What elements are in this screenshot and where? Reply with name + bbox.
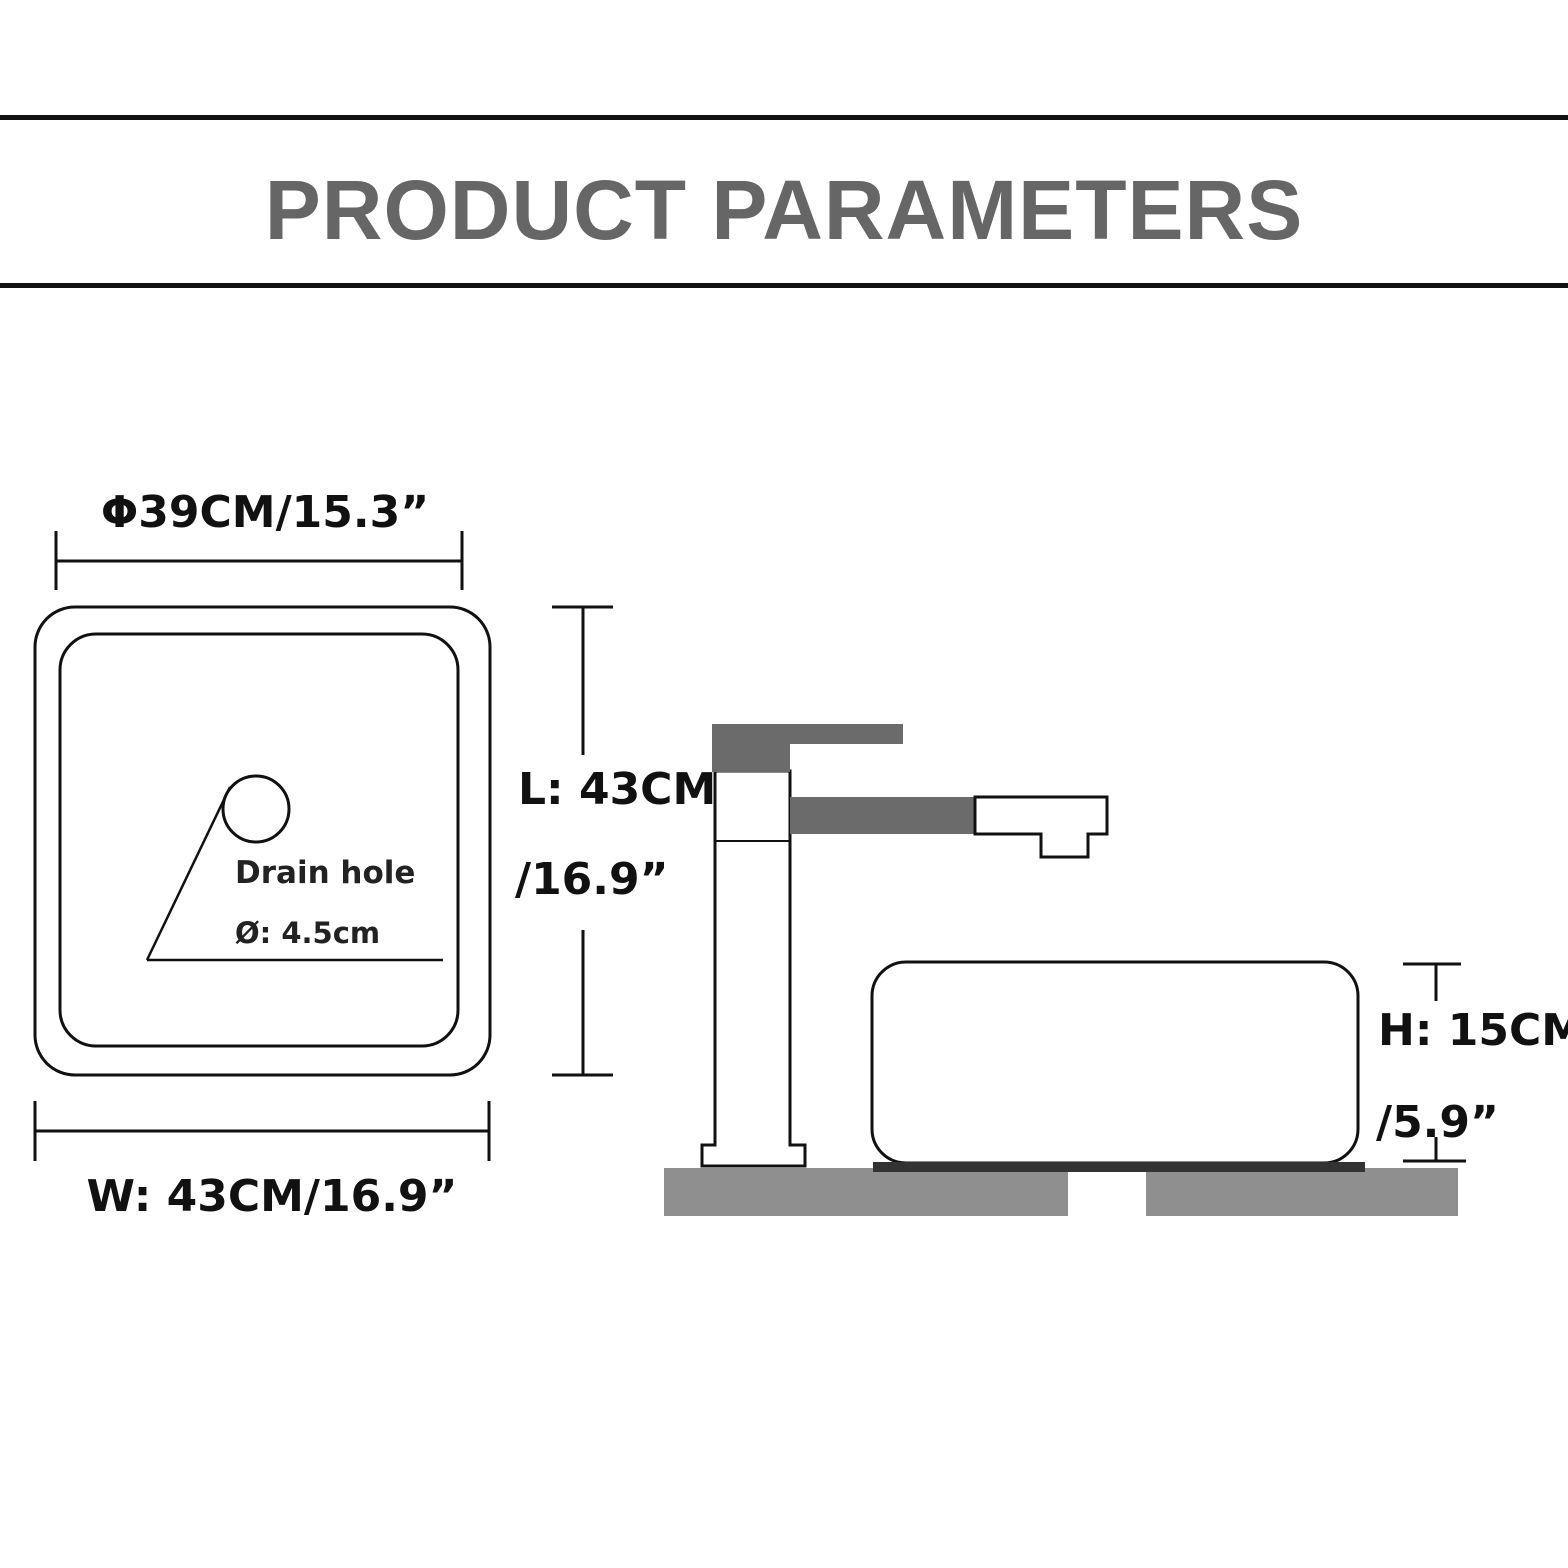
countertop-right <box>1146 1168 1458 1216</box>
length-label-line2: /16.9” <box>515 854 669 905</box>
basin-outer-rim <box>33 605 492 1077</box>
drain-leader-line <box>145 786 443 962</box>
width-label: W: 43CM/16.9” <box>87 1171 458 1222</box>
height-label-line1: H: 15CM <box>1378 1005 1568 1056</box>
sink-side-profile <box>870 960 1360 1165</box>
top-view: Φ39CM/15.3” Drain hole Ø: 4.5cm L: 43CM … <box>33 487 716 1222</box>
faucet-spout-tip <box>973 795 1109 859</box>
drain-hole <box>221 774 291 844</box>
length-label-line1: L: 43CM <box>518 764 716 815</box>
page-title: PRODUCT PARAMETERS <box>264 163 1304 257</box>
drain-label: Drain hole <box>235 855 415 891</box>
countertop-left <box>664 1168 1068 1216</box>
length-dimension-line <box>552 605 613 1077</box>
faucet <box>700 724 1109 1168</box>
diameter-label: Φ39CM/15.3” <box>101 487 429 538</box>
drain-size-label: Ø: 4.5cm <box>235 916 380 950</box>
basin-inner-bowl <box>58 632 460 1048</box>
faucet-body <box>700 769 807 1168</box>
faucet-spout-dark <box>790 797 975 834</box>
height-dimension-line <box>1403 962 1466 1163</box>
bottom-rule <box>0 283 1568 288</box>
height-label-line2: /5.9” <box>1376 1097 1499 1148</box>
top-rule <box>0 115 1568 120</box>
sink-base <box>873 1162 1365 1172</box>
side-view: H: 15CM /5.9” <box>664 724 1568 1216</box>
faucet-lever-base <box>712 724 790 772</box>
width-dimension-line <box>33 1101 491 1161</box>
diameter-dimension-line <box>54 531 464 590</box>
